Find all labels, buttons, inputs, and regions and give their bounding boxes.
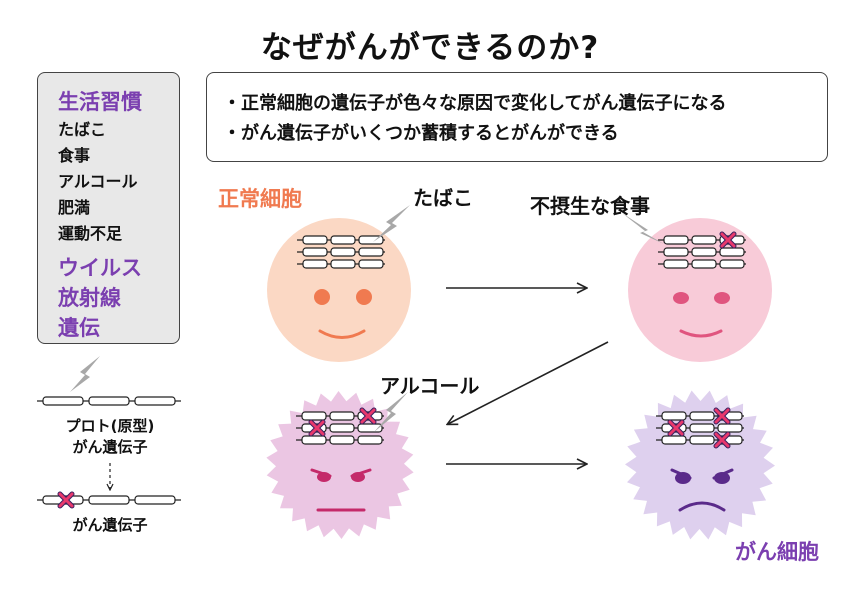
lightning-bolt-icon [70, 356, 100, 392]
cancer-cell [625, 390, 775, 540]
factor-alcohol: アルコール [58, 172, 138, 191]
lightning-bolt-icon [374, 392, 408, 432]
trigger-tobacco-label: たばこ [413, 186, 473, 210]
cancer-cell-label: がん細胞 [735, 540, 819, 564]
trigger-diet-label: 不摂生な食事 [530, 194, 650, 218]
arrow-down-left-icon [448, 341, 609, 424]
normal-cell-label: 正常細胞 [218, 187, 302, 211]
gene-legend [37, 356, 181, 506]
factor-radiation: 放射線 [58, 286, 121, 310]
factor-tobacco: たばこ [58, 120, 107, 139]
factor-obesity: 肥満 [58, 198, 91, 217]
explanation-box: ・正常細胞の遺伝子が色々な原因で変化してがん遺伝子になる ・がん遺伝子がいくつか… [206, 72, 828, 162]
lightning-bolt-icon [373, 205, 410, 242]
risk-factors-box: 生活習慣 たばこ 食事 アルコール 肥満 運動不足 ウイルス 放射線 遺伝 [37, 72, 180, 344]
mutated-cell-stage-2 [266, 391, 414, 539]
lifestyle-heading: 生活習慣 [58, 90, 142, 114]
mutated-cell-stage-1 [622, 213, 772, 362]
gene-strands [296, 235, 386, 269]
factor-heredity: 遺伝 [58, 316, 100, 340]
page-title: なぜがんができるのか? [260, 30, 600, 66]
factor-diet: 食事 [58, 146, 91, 165]
trigger-alcohol-label: アルコール [380, 374, 480, 398]
lightning-bolt-icon [622, 213, 664, 244]
note-line-1: ・正常細胞の遺伝子が色々な原因で変化してがん遺伝子になる [223, 93, 727, 114]
factor-inactivity: 運動不足 [58, 224, 123, 243]
normal-cell [267, 205, 411, 362]
oncogene-label: がん遺伝子 [72, 516, 148, 534]
note-line-2: ・がん遺伝子がいくつか蓄積するとがんができる [223, 123, 619, 144]
proto-oncogene-label: プロト(原型) [65, 417, 155, 435]
factor-virus: ウイルス [58, 256, 142, 280]
proto-oncogene-label-2: がん遺伝子 [72, 438, 148, 456]
